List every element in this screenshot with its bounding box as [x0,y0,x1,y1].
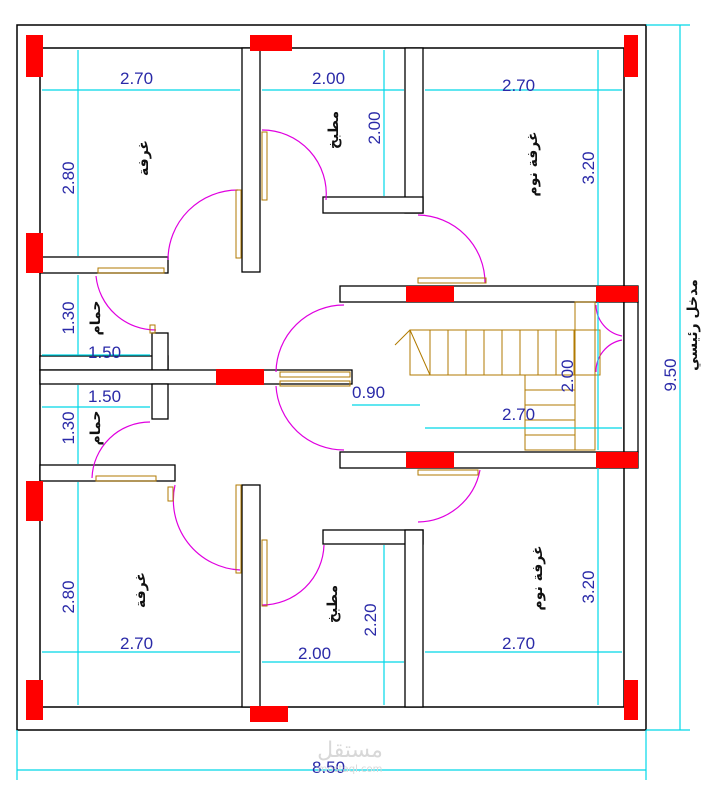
staircase [394,301,601,451]
watermark-arabic: مستقل [317,738,383,763]
dim-corridor-width: 0.90 [352,383,385,402]
dim-kt-height: 2.00 [365,111,384,144]
dim-stair-height: 2.00 [558,359,577,392]
dim-bath-bottom-height: 1.30 [59,411,78,444]
dim-total-height: 9.50 [661,358,680,391]
dim-total-width: 8.50 [312,758,345,777]
room-label-top-left: غرفة [136,140,152,176]
main-entrance-label: مدخل رئيسي [685,279,701,371]
dim-tl-width: 2.70 [120,69,153,88]
dim-bath-top-width: 1.50 [88,343,121,362]
dim-bath-top-height: 1.30 [59,301,78,334]
dimension-lines [16,24,690,780]
room-label-kitchen-bottom: مطبخ [325,585,341,623]
dim-bl-height: 2.80 [59,580,78,613]
room-label-kitchen-top: مطبخ [326,111,342,149]
dim-br-width: 2.70 [502,634,535,653]
interior-walls [39,47,639,708]
room-labels: غرفة مطبخ غرفة نوم حمام حمام غرفة مطبخ غ… [88,111,701,623]
dim-bath-bottom-width: 1.50 [88,387,121,406]
watermark: مستقل mostaql.com [317,738,383,775]
dim-stair-width: 2.70 [502,405,535,424]
room-label-bath-bottom: حمام [88,411,104,446]
room-label-bedroom-bottom: غرفة نوم [530,545,546,610]
dim-tl-height: 2.80 [59,161,78,194]
room-label-bottom-left: غرفة [133,572,149,608]
dim-kt-width: 2.00 [312,69,345,88]
dimension-labels: 2.70 2.80 2.00 2.00 2.70 3.20 1.30 1.50 … [59,69,680,777]
dim-kb-height: 2.20 [361,603,380,636]
watermark-latin: mostaql.com [318,764,383,775]
dim-tr-width: 2.70 [502,76,535,95]
dim-br-height: 3.20 [579,570,598,603]
dim-kb-width: 2.00 [298,644,331,663]
door-leaves [95,131,487,607]
room-label-bedroom-top: غرفة نوم [525,131,541,196]
columns [26,35,638,722]
dim-bl-width: 2.70 [120,634,153,653]
room-label-bath-top: حمام [88,301,104,336]
dim-tr-height: 3.20 [579,151,598,184]
